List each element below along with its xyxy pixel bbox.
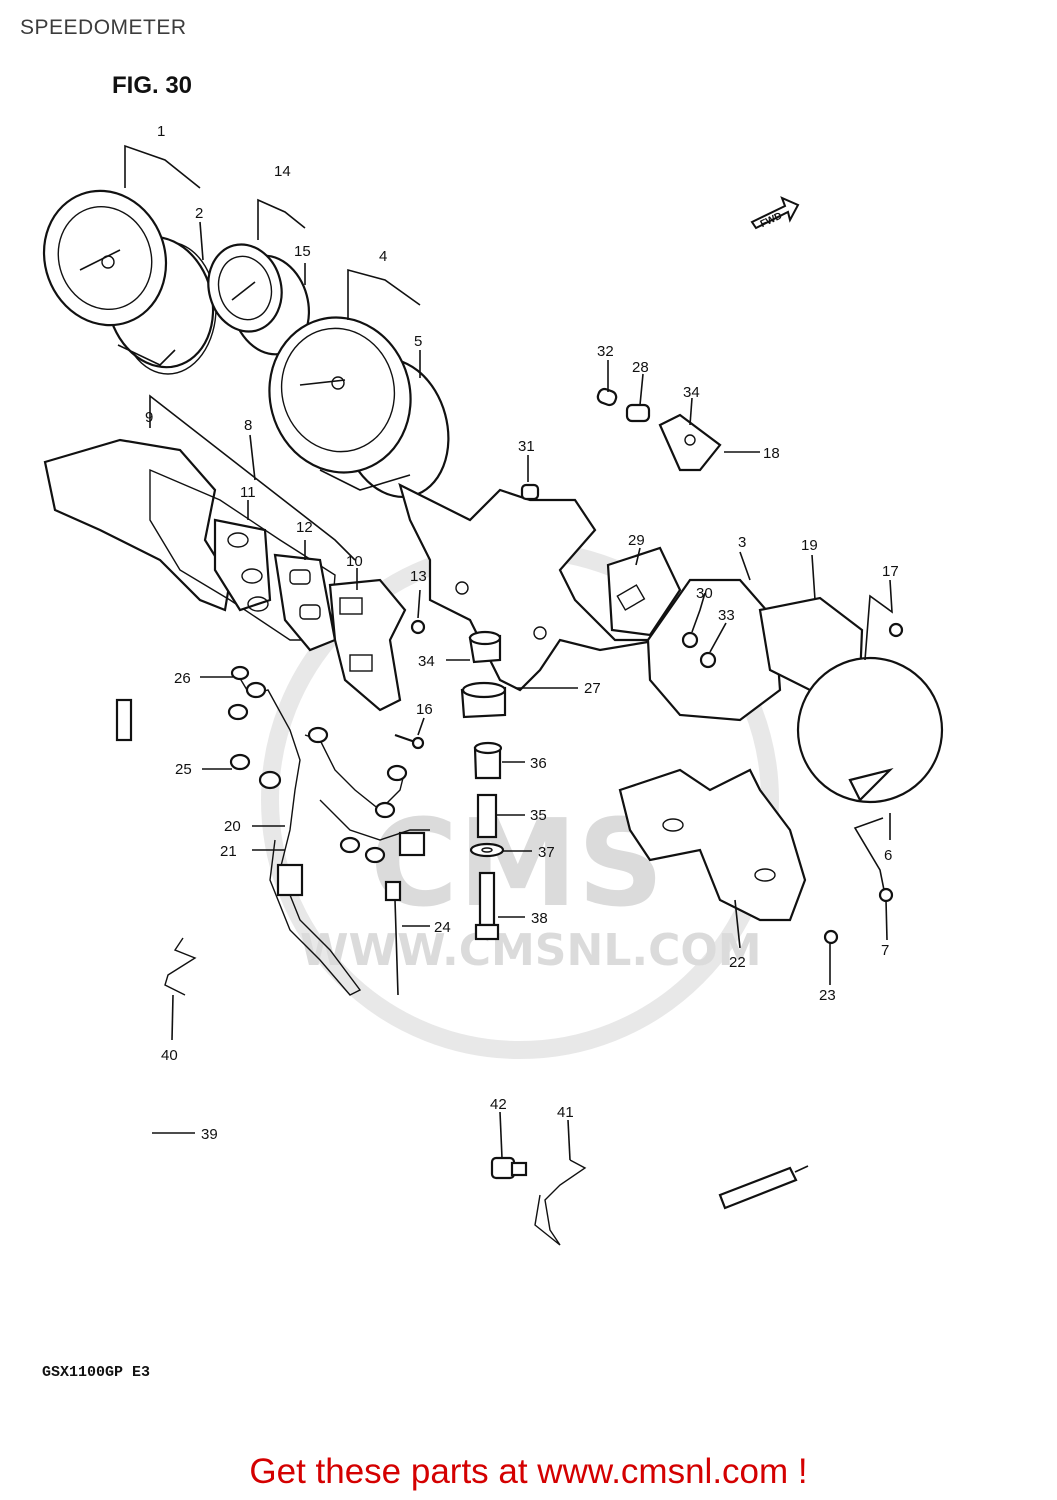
callout-21: 21 [220,843,237,860]
callout-28: 28 [632,359,649,376]
callout-7: 7 [881,942,889,959]
cable-guide-hardware [164,937,587,1246]
speedometer-cable [115,698,809,1312]
cable-clamp [384,880,402,996]
callout-38: 38 [531,910,548,927]
lower-bracket [606,546,807,922]
callout-22: 22 [729,954,746,971]
callout-2: 2 [195,205,203,222]
rubber-bushes [460,630,507,780]
callout-35: 35 [530,807,547,824]
leader-lines [124,144,893,1161]
callout-32: 32 [597,343,614,360]
callout-37: 37 [538,844,555,861]
callout-17: 17 [882,563,899,580]
callout-39: 39 [201,1126,218,1143]
callout-12: 12 [296,519,313,536]
callout-34b: 34 [418,653,435,670]
callout-36: 36 [530,755,547,772]
callout-13: 13 [410,568,427,585]
wiring-harness [227,665,430,996]
callout-19: 19 [801,537,818,554]
callout-11: 11 [240,484,256,501]
callout-8: 8 [244,417,252,434]
callout-24: 24 [434,919,451,936]
callout-42: 42 [490,1096,507,1113]
callout-4: 4 [379,248,387,265]
model-label: GSX1100GP E3 [42,1364,151,1381]
callout-41: 41 [557,1104,574,1121]
callout-34a: 34 [683,384,700,401]
page-title: SPEEDOMETER [20,16,187,39]
callout-3: 3 [738,534,746,551]
callout-26: 26 [174,670,191,687]
callout-23: 23 [819,987,836,1004]
callout-40: 40 [161,1047,178,1064]
promo-link[interactable]: Get these parts at www.cmsnl.com ! [249,1452,808,1491]
collar-bolt-assembly [469,793,505,941]
callout-16: 16 [416,701,433,718]
callout-14: 14 [274,163,291,180]
callout-30: 30 [696,585,713,602]
watermark-logo: CMS [370,795,664,934]
meter-case [646,578,944,804]
callout-5: 5 [414,333,422,350]
callout-10: 10 [346,553,363,570]
callout-33: 33 [718,607,735,624]
callout-6: 6 [884,847,892,864]
small-hardware [394,387,904,945]
callout-9: 9 [145,409,153,426]
figure-label: FIG. 30 [112,72,193,99]
callout-18: 18 [763,445,780,462]
callout-labels: 1 2 3 4 5 6 7 8 9 10 11 12 13 14 15 16 1… [145,123,899,1143]
meter-housing [43,438,407,712]
callout-27: 27 [584,680,601,697]
callout-1: 1 [157,123,165,140]
callout-25: 25 [175,761,192,778]
fwd-label: FWD [759,211,784,231]
watermark-url: WWW.CMSNL.COM [300,925,762,976]
callout-20: 20 [224,818,241,835]
callout-29: 29 [628,532,645,549]
fwd-arrow-icon: FWD [750,196,800,231]
callout-15: 15 [294,243,311,260]
callout-31: 31 [518,438,535,455]
speedometer [268,316,450,499]
